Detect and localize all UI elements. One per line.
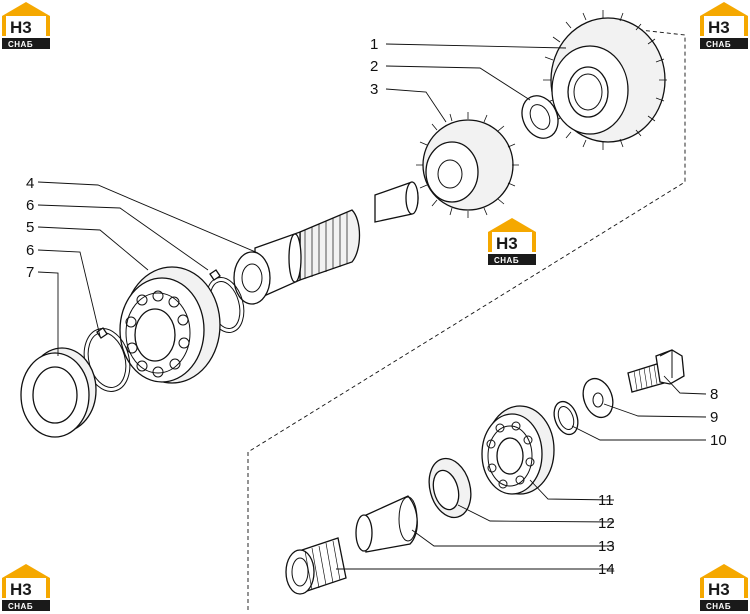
part-3-spur-gear: [416, 112, 519, 218]
callout-10: 10: [710, 432, 727, 449]
input-shaft: [233, 181, 419, 305]
svg-text:СНАБ: СНАБ: [706, 40, 731, 49]
svg-text:Н3: Н3: [708, 18, 730, 37]
svg-text:Н3: Н3: [708, 580, 730, 599]
svg-text:Н3: Н3: [496, 234, 518, 253]
needle-rollers: [304, 540, 341, 591]
watermark-logo-bottom-left: Н3 СНАБ: [2, 564, 50, 611]
callout-4: 4: [26, 175, 34, 192]
callout-9: 9: [710, 409, 718, 426]
callout-1: 1: [370, 36, 378, 53]
callout-13: 13: [598, 538, 615, 555]
callout-3: 3: [370, 81, 378, 98]
callout-12: 12: [598, 515, 615, 532]
watermark-logo-top-left: Н3 СНАБ: [2, 2, 50, 49]
watermark-logo-center: Н3 СНАБ: [488, 218, 536, 265]
bearing-rollers: [486, 421, 535, 489]
callout-14: 14: [598, 561, 615, 578]
callout-5: 5: [26, 219, 34, 236]
svg-text:Н3: Н3: [10, 580, 32, 599]
callout-6-lower: 6: [26, 242, 34, 259]
gear-teeth: [416, 112, 519, 218]
leader-lines: [37, 43, 707, 570]
watermark-logo-top-right: Н3 СНАБ: [700, 2, 748, 49]
part-11-bearing: [481, 405, 555, 495]
bolt-thread: [633, 364, 658, 391]
svg-text:СНАБ: СНАБ: [8, 602, 33, 611]
callout-7: 7: [26, 264, 34, 281]
callout-6-upper: 6: [26, 197, 34, 214]
part-12-seal-ring: [428, 457, 472, 519]
svg-text:СНАБ: СНАБ: [8, 40, 33, 49]
callout-2: 2: [370, 58, 378, 75]
part-1-large-gear: [543, 10, 667, 150]
callout-labels: 1 2 3 4 6 5 6 7 8 9 10 11 12 13 14: [26, 36, 727, 578]
gear-teeth: [543, 10, 667, 150]
part-9-washer: [582, 377, 614, 419]
svg-text:СНАБ: СНАБ: [706, 602, 731, 611]
bearing-balls: [125, 290, 190, 378]
callout-8: 8: [710, 386, 718, 403]
part-13-sleeve: [355, 495, 418, 553]
shaft-splines: [304, 212, 348, 279]
part-7-oil-seal: [20, 347, 97, 438]
assembly-boundary-lines: [247, 29, 686, 610]
part-5-ball-bearing: [119, 266, 221, 384]
svg-text:СНАБ: СНАБ: [494, 256, 519, 265]
part-14-needle-cage: [285, 537, 347, 595]
part-8-bolt: [627, 349, 685, 393]
watermark-logo-bottom-right: Н3 СНАБ: [700, 564, 748, 611]
part-2-thrust-washer: [521, 95, 559, 139]
svg-text:Н3: Н3: [10, 18, 32, 37]
part-10-ring: [553, 400, 579, 436]
callout-11: 11: [598, 492, 614, 509]
